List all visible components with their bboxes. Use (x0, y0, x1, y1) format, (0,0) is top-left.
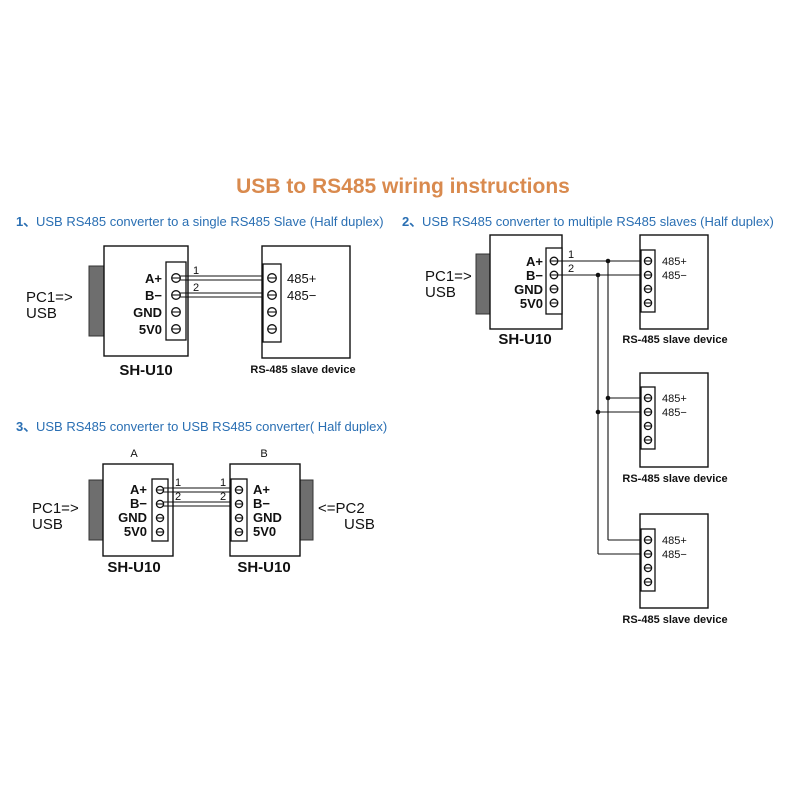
slave-terminal-block (640, 249, 656, 313)
wire-pair (180, 275, 268, 298)
slave-terminal-screws (643, 393, 653, 445)
wire-1-label-b: 1 (220, 477, 226, 489)
pin-label-a-plus: A+ (253, 482, 270, 497)
wire-2-label: 2 (568, 263, 574, 275)
converter-model-label: SH-U10 (237, 559, 290, 576)
pin-label-5v0: 5V0 (124, 524, 147, 539)
pin-label-gnd: GND (133, 305, 162, 320)
slave-pin-485-plus: 485+ (662, 256, 687, 268)
section-1-heading: 1、 USB RS485 converter to a single RS485… (16, 214, 384, 229)
section-3-text: USB RS485 converter to USB RS485 convert… (36, 419, 387, 434)
section-1-diagram: A+ B− GND 5V0 SH-U10 PC1=> USB 1 2 (26, 245, 356, 379)
slave-terminal-block (640, 528, 656, 592)
page-title: USB to RS485 wiring instructions (236, 175, 570, 198)
link-wires (163, 487, 238, 507)
usb-plug (475, 253, 492, 315)
usb-label-pc2: USB (344, 516, 375, 533)
slave-pin-485-minus: 485− (662, 407, 687, 419)
section-3-heading: 3、 USB RS485 converter to USB RS485 conv… (16, 419, 387, 434)
slave-terminal-block (640, 386, 656, 450)
converter-model-label: SH-U10 (498, 331, 551, 348)
slave-terminal-block (262, 263, 282, 343)
pin-label-5v0: 5V0 (253, 524, 276, 539)
pin-label-b-minus: B− (253, 496, 270, 511)
converter-sh-u10: A+ B− GND 5V0 SH-U10 (88, 245, 189, 379)
converter-sh-u10-a: A+ B− GND 5V0 SH-U10 (88, 463, 174, 576)
pin-label-gnd: GND (253, 510, 282, 525)
usb-plug (88, 479, 105, 541)
terminal-block (151, 478, 169, 542)
unit-a-label: A (130, 448, 138, 460)
slave-terminal-screws (643, 256, 653, 308)
slave-pin-485-minus: 485− (662, 549, 687, 561)
pin-label-gnd: GND (118, 510, 147, 525)
wire-1-label: 1 (568, 249, 574, 261)
usb-label: USB (32, 516, 63, 533)
slave-device-label: RS-485 slave device (622, 334, 727, 346)
usb-label: USB (425, 284, 456, 301)
rs485-slave-device: 485+ 485− RS-485 slave device (250, 245, 356, 376)
pc1-label: PC1=> (26, 289, 73, 306)
pin-label-gnd: GND (514, 282, 543, 297)
slave-device-label: RS-485 slave device (250, 364, 355, 376)
section-2-diagram: A+ B− GND 5V0 SH-U10 PC1=> USB 1 2 (425, 234, 728, 626)
terminal-screws (234, 485, 244, 537)
wire-2-label-b: 2 (220, 491, 226, 503)
rs485-slave-device-1: 485+ 485− RS-485 slave device (622, 234, 728, 346)
slave-pin-485-minus: 485− (662, 270, 687, 282)
terminal-screws (549, 256, 559, 308)
converter-sh-u10: A+ B− GND 5V0 SH-U10 (475, 234, 563, 348)
section-2-number: 2、 (402, 214, 422, 229)
converter-model-label: SH-U10 (107, 559, 160, 576)
terminal-block (165, 261, 187, 341)
slave-terminal-screws (267, 273, 277, 334)
wire-1-label-a: 1 (175, 477, 181, 489)
terminal-block (230, 478, 248, 542)
slave-pin-485-plus: 485+ (662, 393, 687, 405)
terminal-screws (155, 485, 165, 537)
slave-pin-485-plus: 485+ (287, 271, 316, 286)
pin-label-b-minus: B− (130, 496, 147, 511)
rs485-slave-device-2: 485+ 485− RS-485 slave device (622, 372, 728, 485)
pin-label-5v0: 5V0 (520, 296, 543, 311)
slave-device-label: RS-485 slave device (622, 614, 727, 626)
unit-b-label: B (260, 448, 267, 460)
usb-plug (88, 265, 106, 337)
slave-pin-485-minus: 485− (287, 288, 316, 303)
converter-sh-u10-b: A+ B− GND 5V0 SH-U10 (229, 463, 314, 576)
pin-label-a-plus: A+ (526, 254, 543, 269)
section-3-diagram: A B A+ B− GND 5V0 SH-U10 PC1=> USB (32, 448, 375, 576)
pc2-label: <=PC2 (318, 500, 365, 517)
pin-label-b-minus: B− (526, 268, 543, 283)
section-2-heading: 2、 USB RS485 converter to multiple RS485… (402, 214, 774, 229)
pin-label-b-minus: B− (145, 288, 162, 303)
slave-pin-485-plus: 485+ (662, 535, 687, 547)
terminal-block (545, 247, 563, 315)
converter-model-label: SH-U10 (119, 362, 172, 379)
pin-label-5v0: 5V0 (139, 322, 162, 337)
section-1-number: 1、 (16, 214, 36, 229)
bus-wires (558, 258, 648, 555)
section-1-text: USB RS485 converter to a single RS485 Sl… (36, 214, 384, 229)
pin-label-a-plus: A+ (130, 482, 147, 497)
section-2-text: USB RS485 converter to multiple RS485 sl… (422, 214, 774, 229)
rs485-slave-device-3: 485+ 485− RS-485 slave device (622, 513, 728, 626)
pin-label-a-plus: A+ (145, 271, 162, 286)
wire-1-label: 1 (193, 265, 199, 277)
usb-label: USB (26, 305, 57, 322)
section-3-number: 3、 (16, 419, 36, 434)
terminal-screws (171, 273, 181, 334)
wire-2-label-a: 2 (175, 491, 181, 503)
pc1-label: PC1=> (32, 500, 79, 517)
pc1-label: PC1=> (425, 268, 472, 285)
wire-2-label: 2 (193, 282, 199, 294)
slave-device-label: RS-485 slave device (622, 473, 727, 485)
slave-terminal-screws (643, 535, 653, 587)
